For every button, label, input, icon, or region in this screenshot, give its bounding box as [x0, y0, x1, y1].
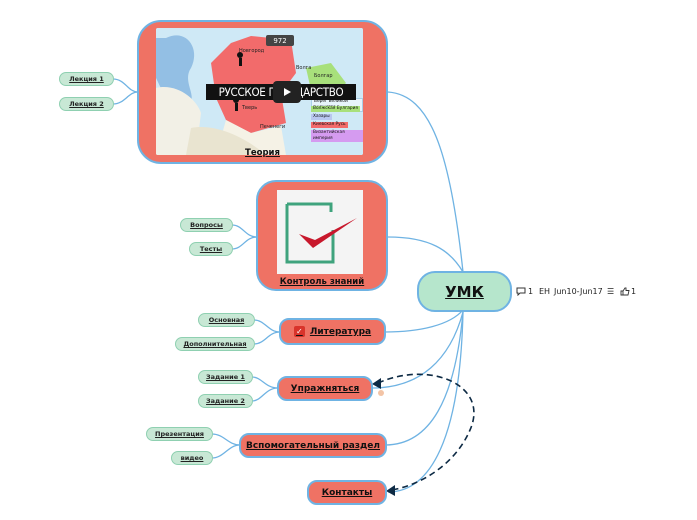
link-questions — [231, 224, 258, 238]
map-label-novgorod: Новгород — [239, 48, 265, 54]
likes-count: 1 — [631, 286, 637, 296]
subtopic-lecture-1-label: Лекция 1 — [69, 75, 104, 83]
link-basic — [253, 319, 281, 333]
check-icon — [285, 202, 357, 264]
topic-contacts-label: Контакты — [321, 487, 373, 498]
link-video — [211, 444, 241, 459]
map-label-pechenegi: Печенеги — [260, 124, 286, 130]
subtopic-lecture-2-label: Лекция 2 — [69, 100, 104, 108]
subtopic-lecture-1[interactable]: Лекция 1 — [59, 72, 114, 86]
subtopic-questions[interactable]: Вопросы — [180, 218, 233, 232]
topic-contacts[interactable]: Контакты — [307, 480, 387, 505]
subtopic-task-1[interactable]: Задание 1 — [198, 370, 253, 384]
legend-item-5: Византийская империя — [311, 130, 363, 142]
subtopic-video[interactable]: видео — [171, 451, 213, 465]
link-exercises — [371, 311, 464, 389]
subtopic-task-1-label: Задание 1 — [206, 373, 245, 381]
central-topic-label: УМК — [445, 282, 484, 301]
subtopic-presentation-label: Презентация — [155, 430, 204, 438]
link-lecture-1 — [112, 78, 139, 93]
topic-auxiliary[interactable]: Вспомогательный раздел — [239, 433, 387, 458]
topic-control-label: Контроль знаний — [279, 277, 365, 287]
relationship-arrow — [377, 373, 475, 491]
notes-icon: ☰ — [607, 286, 615, 296]
topic-literature[interactable]: ✓ Литература — [279, 318, 386, 345]
subtopic-tests[interactable]: Тесты — [189, 242, 233, 256]
checkbox-icon: ✓ — [293, 326, 305, 337]
thumbs-up-icon — [620, 287, 630, 295]
link-task-2 — [251, 387, 279, 402]
notes-indicator[interactable]: ☰ — [607, 285, 614, 297]
legend-item-2: Волжская Булгария — [311, 106, 360, 112]
subtopic-additional-label: Дополнительная — [183, 340, 247, 348]
subtopic-presentation[interactable]: Презентация — [146, 427, 213, 441]
language-label: EH — [539, 286, 551, 296]
comments-indicator[interactable]: 1 — [516, 285, 533, 297]
checkmark-image — [277, 190, 363, 274]
map-label-bolgar: Болгар — [314, 73, 333, 79]
topic-exercises[interactable]: Упражняться — [277, 376, 373, 401]
link-contacts — [387, 311, 464, 493]
subtopic-lecture-2[interactable]: Лекция 2 — [59, 97, 114, 111]
comments-count: 1 — [528, 286, 534, 296]
subtopic-task-2[interactable]: Задание 2 — [198, 394, 253, 408]
legend-item-3: Хазары — [311, 114, 332, 120]
comment-icon — [516, 287, 526, 296]
link-lecture-2 — [112, 91, 139, 105]
central-topic[interactable]: УМК — [417, 271, 512, 312]
likes-indicator[interactable]: 1 — [620, 285, 636, 297]
link-task-1 — [251, 376, 279, 389]
date-range-tag[interactable]: Jun10-Jun17 — [554, 285, 603, 297]
topic-theory-label: Теория — [245, 148, 280, 158]
map-label-volga: Волга — [296, 65, 312, 71]
link-theory — [387, 91, 464, 273]
subtopic-video-label: видео — [180, 454, 204, 462]
topic-theory[interactable]: Новгород Болгар Тверь Печенеги Волга Бер… — [137, 20, 388, 164]
relationship-arrowhead-bottom — [386, 485, 395, 496]
play-button[interactable] — [273, 81, 301, 103]
topic-control[interactable]: Контроль знаний — [256, 180, 388, 291]
video-counter-badge: 972 — [266, 35, 294, 46]
map-label-tver: Тверь — [242, 105, 258, 111]
topic-auxiliary-label: Вспомогательный раздел — [245, 440, 381, 451]
relationship-arrowhead-top — [372, 378, 381, 389]
link-literature — [384, 309, 464, 333]
play-icon — [284, 88, 291, 96]
subtopic-tests-label: Тесты — [199, 245, 223, 253]
subtopic-basic-label: Основная — [208, 316, 245, 324]
subtopic-basic[interactable]: Основная — [198, 313, 255, 327]
topic-exercises-label: Упражняться — [290, 383, 360, 394]
subtopic-questions-label: Вопросы — [190, 221, 223, 229]
topic-literature-label: Литература — [309, 326, 372, 337]
link-presentation — [211, 433, 241, 446]
link-additional — [253, 331, 281, 345]
subtopic-additional[interactable]: Дополнительная — [175, 337, 255, 351]
language-tag[interactable]: EH — [539, 285, 550, 297]
link-auxiliary — [384, 311, 464, 446]
link-control — [387, 236, 464, 273]
link-tests — [231, 236, 258, 250]
subtopic-task-2-label: Задание 2 — [206, 397, 245, 405]
relationship-handle — [378, 390, 384, 396]
legend-item-4: Киевская Русь — [311, 122, 348, 128]
theory-video[interactable]: Новгород Болгар Тверь Печенеги Волга Бер… — [156, 28, 363, 155]
date-range-label: Jun10-Jun17 — [554, 286, 603, 296]
